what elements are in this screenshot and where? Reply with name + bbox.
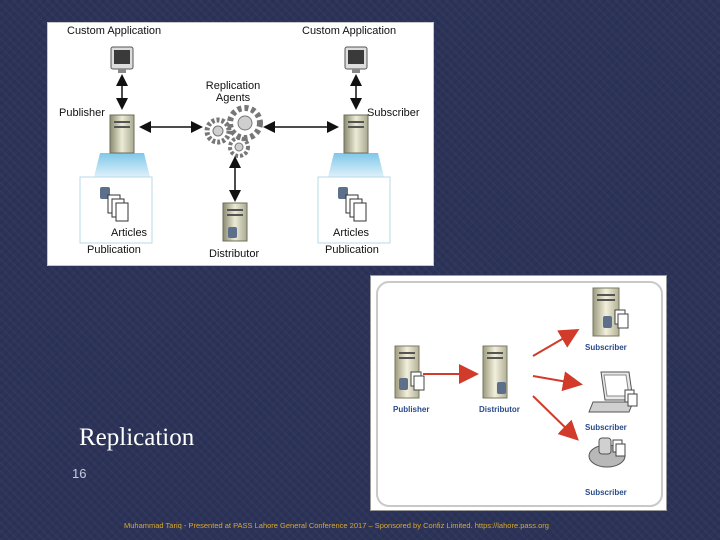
publisher-distributor-subscriber-diagram: Publisher Distributor Subscriber (370, 275, 667, 511)
diagram-frame (376, 281, 663, 507)
subscriber-laptop-icon (588, 371, 638, 413)
subscriber-2-label: Subscriber (585, 423, 627, 432)
publication-left-box (79, 176, 153, 244)
subscriber-label: Subscriber (367, 107, 420, 119)
subscriber-server-icon (592, 287, 629, 337)
custom-app-left-label: Custom Application (67, 25, 161, 37)
publisher-server-icon (94, 114, 150, 177)
articles-right-label: Articles (333, 227, 370, 239)
publication-right-box (317, 176, 391, 244)
custom-app-right-label: Custom Application (302, 25, 396, 37)
gears-icon (204, 105, 263, 158)
slide-footer: Muhammad Tariq - Presented at PASS Lahor… (124, 521, 549, 530)
arrow-to-subscriber-2 (532, 371, 583, 392)
distributor-server-icon (482, 345, 508, 399)
distributor-label: Distributor (479, 405, 520, 414)
slide-number: 16 (72, 466, 87, 481)
replication-agents-label-1: Replication (206, 80, 260, 92)
slide-title: Replication (79, 424, 195, 451)
publication-right-label: Publication (325, 244, 379, 256)
publisher-label: Publisher (59, 107, 105, 119)
publisher-label: Publisher (393, 405, 429, 414)
monitor-left-icon (110, 46, 134, 73)
arrow-to-subscriber-1 (532, 328, 580, 357)
pds-svg: Publisher Distributor Subscriber (376, 281, 663, 507)
replication-topology-diagram: Custom Application Custom Application Re… (47, 22, 434, 266)
replication-agents-label-2: Agents (216, 92, 251, 104)
subscriber-1-label: Subscriber (585, 343, 627, 352)
distributor-label: Distributor (209, 248, 259, 260)
publication-left-label: Publication (87, 244, 141, 256)
arrow-to-subscriber-3 (532, 395, 579, 441)
subscriber-mobile-icon (588, 437, 626, 468)
subscriber-server-icon (328, 114, 384, 177)
publisher-server-icon (394, 345, 425, 399)
distributor-server-icon (222, 202, 248, 242)
monitor-right-icon (344, 46, 368, 73)
subscriber-3-label: Subscriber (585, 488, 627, 497)
topology-svg: Custom Application Custom Application Re… (59, 25, 420, 260)
articles-left-label: Articles (111, 227, 148, 239)
